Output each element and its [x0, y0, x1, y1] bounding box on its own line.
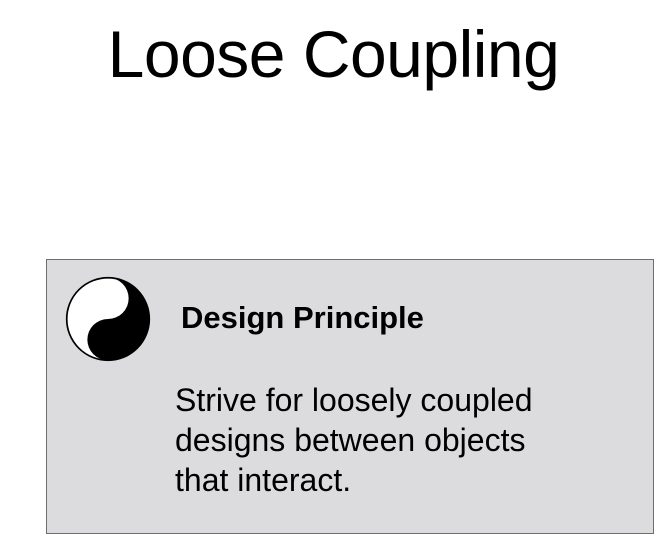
principle-text-line: that interact. [175, 462, 352, 498]
principle-heading: Design Principle [181, 300, 424, 335]
principle-text-line: designs between objects [175, 422, 526, 458]
principle-text: Strive for loosely coupled designs betwe… [175, 380, 635, 500]
principle-text-line: Strive for loosely coupled [175, 382, 533, 418]
yin-yang-icon [65, 276, 151, 362]
slide-title: Loose Coupling [107, 17, 560, 91]
design-principle-box: Design Principle Strive for loosely coup… [46, 259, 654, 534]
